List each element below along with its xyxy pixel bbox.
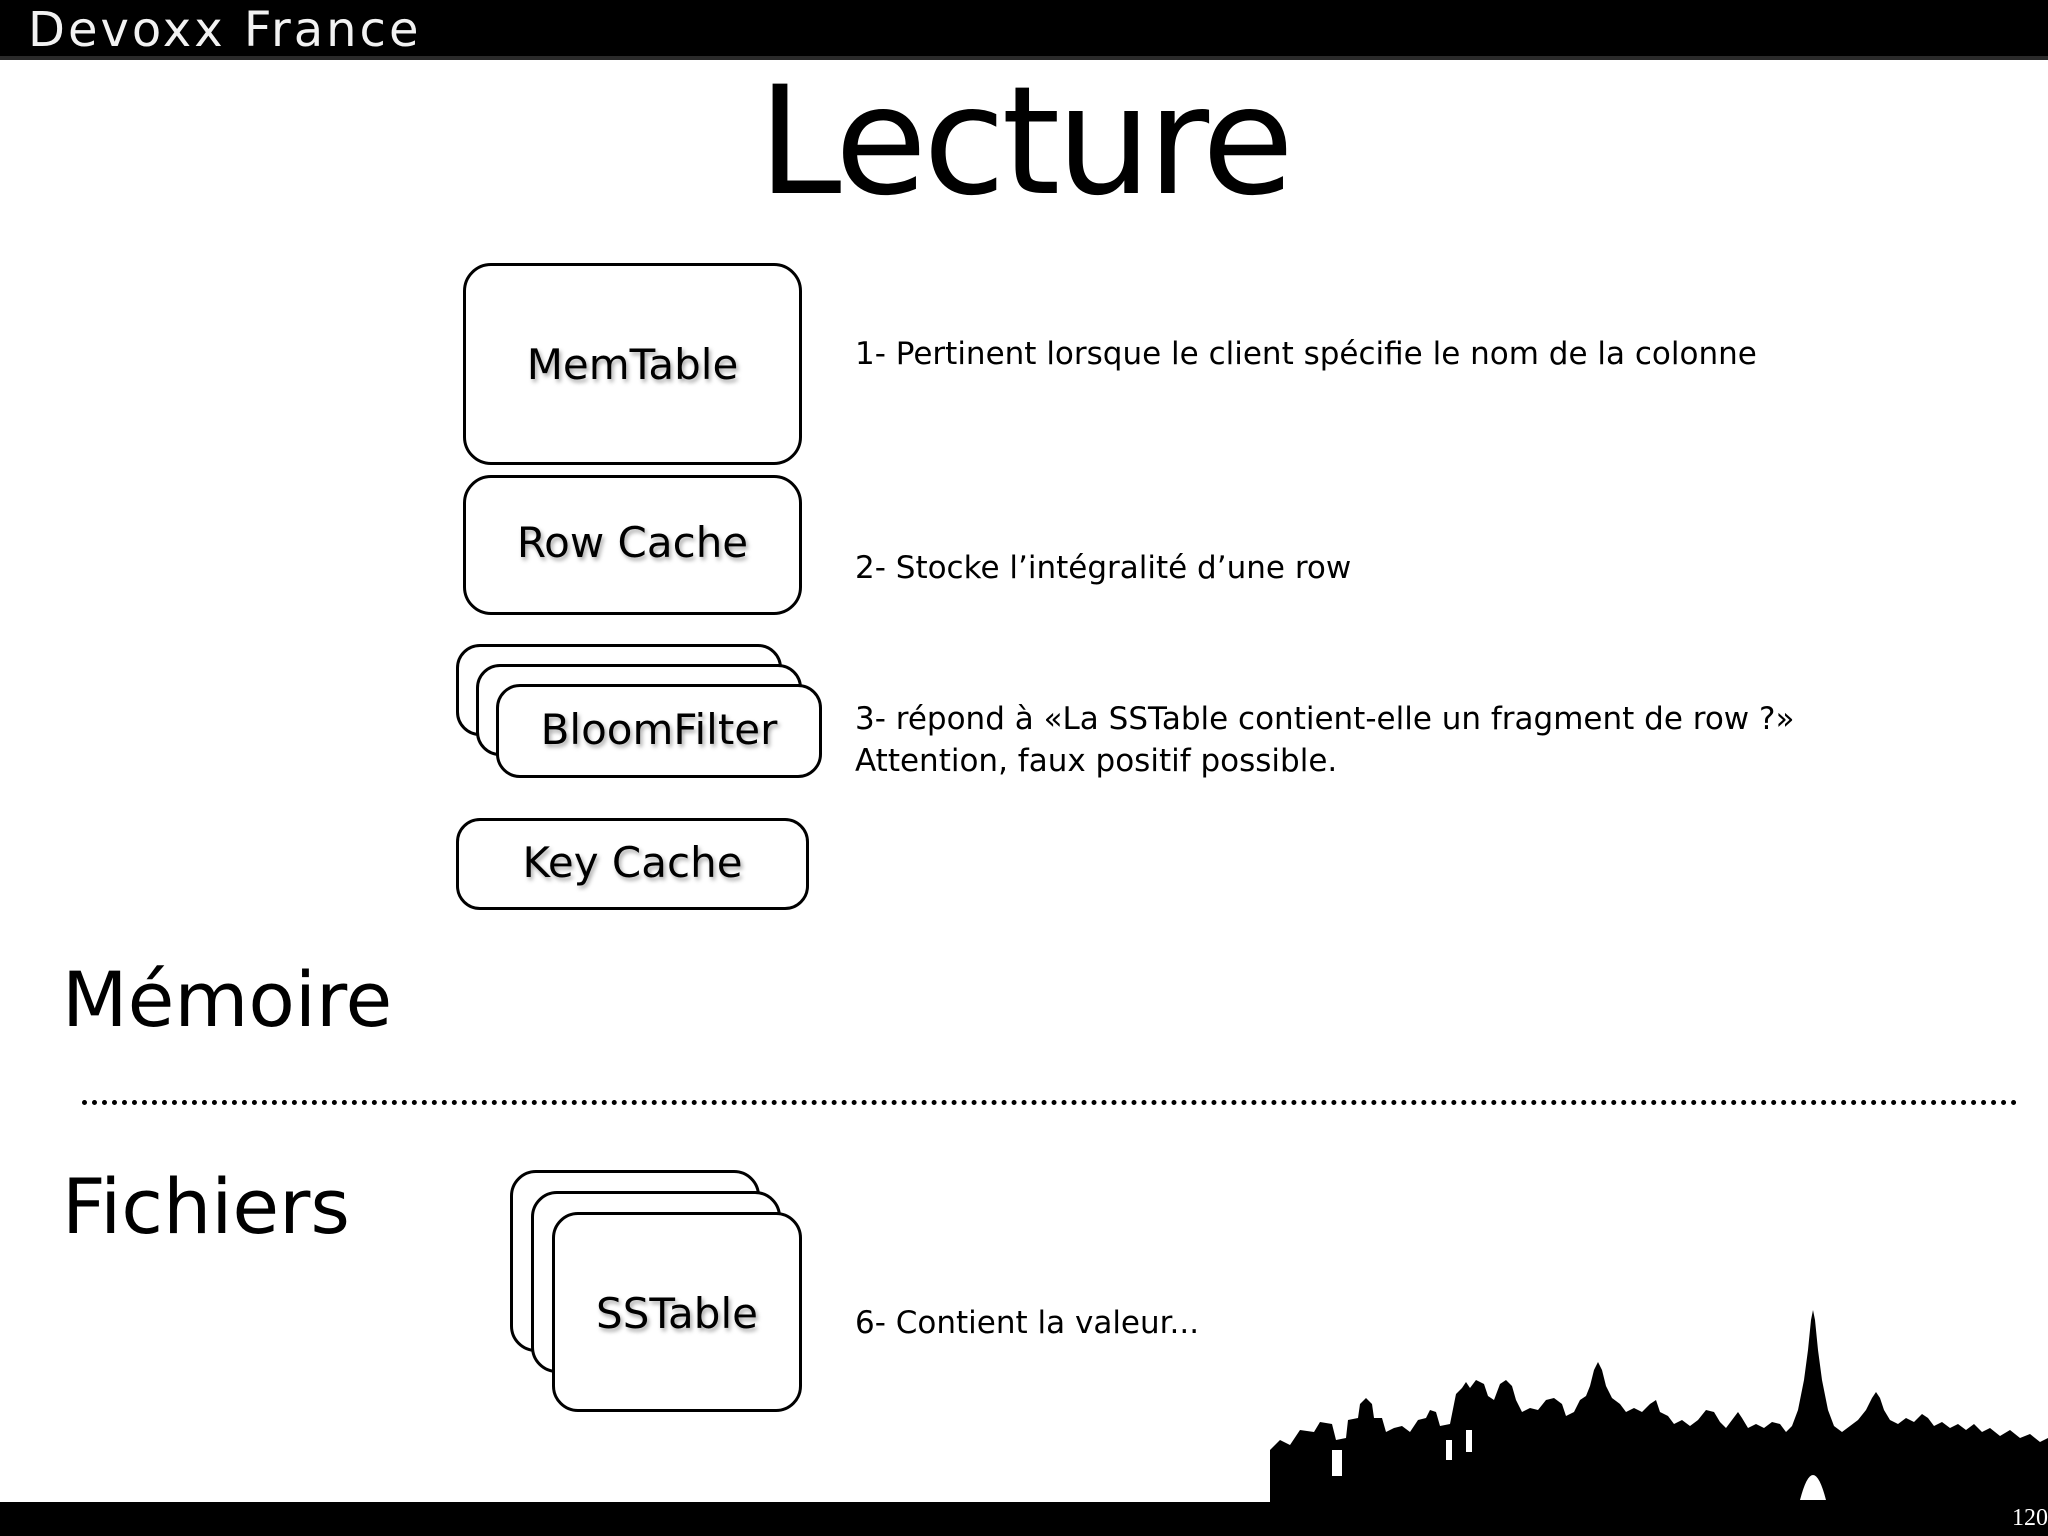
sstable-label: SSTable xyxy=(596,1289,758,1338)
step-2-description: 2- Stocke l’intégralité d’une row xyxy=(855,550,1352,586)
page-number: 120 xyxy=(2012,1505,2048,1531)
key-cache-box: Key Cache xyxy=(456,818,809,910)
step-3-line-1: 3- répond à «La SSTable contient-elle un… xyxy=(855,701,1795,737)
bloom-filter-box: BloomFilter xyxy=(496,684,822,778)
step-1-description: 1- Pertinent lorsque le client spécifie … xyxy=(855,336,1757,372)
key-cache-label: Key Cache xyxy=(522,838,743,887)
memtable-box: MemTable xyxy=(463,263,802,465)
step-6-description: 6- Contient la valeur... xyxy=(855,1305,1200,1341)
step-3-line-2: Attention, faux positif possible. xyxy=(855,743,1338,779)
slide-title: Lecture xyxy=(757,55,1294,229)
memtable-label: MemTable xyxy=(526,340,739,389)
files-section-label: Fichiers xyxy=(62,1162,350,1251)
footer-bar: 120 xyxy=(0,1502,2048,1536)
memory-section-label: Mémoire xyxy=(62,955,393,1044)
sstable-box: SSTable xyxy=(552,1212,802,1412)
header-bar: Devoxx France xyxy=(0,0,2048,60)
brand-logo: Devoxx France xyxy=(28,2,422,58)
bloom-filter-label: BloomFilter xyxy=(540,705,778,754)
step-3-description: 3- répond à «La SSTable contient-elle un… xyxy=(855,698,1794,782)
row-cache-label: Row Cache xyxy=(516,518,749,567)
row-cache-box: Row Cache xyxy=(463,475,802,615)
paris-skyline-image xyxy=(1270,1310,2048,1505)
memory-files-divider xyxy=(82,1100,2018,1105)
